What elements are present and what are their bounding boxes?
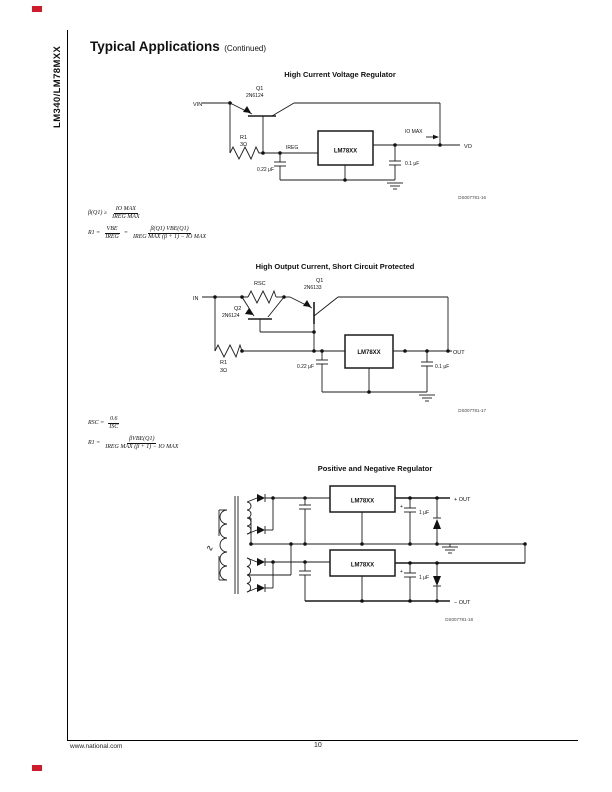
fig1-cout-label: 0.1 μF [405,161,419,167]
fig2-cin-label: 0.22 μF [297,364,314,370]
eq-lhs: β(Q1) ≥ [88,210,108,217]
fig1-vin-label: VIN [193,102,202,108]
footer-rule [67,740,578,741]
fig2-rsc-label: RSC [254,281,266,287]
fig2-q2-part: 2N6124 [222,313,240,319]
fig1-q1-emitter-arrow [243,106,251,113]
fig1-r1-value: 3Ω [240,142,247,148]
fig3-protect-diode-pos [433,519,441,529]
section-title-continued: (Continued) [224,44,267,53]
equation-r1b: R1 = βVBE(Q1)IREG MAX (β + 1) − IO MAX [88,435,179,450]
fig2-regulator-box [344,334,394,369]
fig2-r1-value: 3Ω [220,368,227,374]
fig1-schematic: VIN Q1 2N6124 R1 3Ω IREG 0.22 μF LM78XX … [193,86,486,200]
fig2-wires [202,289,452,402]
fig3-transformer [218,496,252,594]
fig3-diode-3 [257,558,265,566]
fig2-regulator-label: LM78XX [357,350,380,356]
fig1-ireg-label: IREG [286,145,298,151]
fig1-q1-ref: Q1 [256,86,263,92]
footer-url: www.national.com [70,743,123,750]
fig3-figure-id: DS007781-18 [445,617,473,622]
fig2-out-label: OUT [453,350,465,356]
fig2-in-label: IN [193,296,199,302]
fig2-cout-label: 0.1 μF [435,364,449,370]
fig1-regulator-box [317,130,374,166]
fig2-q2-ref: Q2 [234,306,241,312]
fig1-title: High Current Voltage Regulator [284,70,396,79]
registration-mark-top [32,6,42,12]
fig3-regulator-box-pos [329,485,396,513]
fig1-vo-label: VO [464,144,473,150]
page-title: Typical Applications (Continued) [90,38,266,56]
fig3-common-rail [249,542,527,554]
ac-source-icon: ∿ [206,543,214,553]
fig2-q2-emitter-arrow [245,308,253,315]
fig2-r1-ref: R1 [220,360,227,366]
fig3-out-neg-label: − OUT [454,600,471,606]
eq-lhs: RSC = [88,420,105,427]
fig1-r1-ref: R1 [240,135,247,141]
fig2-title: High Output Current, Short Circuit Prote… [255,262,415,271]
fig3-protect-diode-neg [433,576,441,586]
fig1-wires [202,101,460,190]
fig1-io-label: IO MAX [405,129,423,135]
footer-page-number: 10 [314,742,322,749]
fig2-q1-emitter-arrow [303,300,311,307]
fig3-diode-1 [257,494,265,502]
fig1-cin-label: 0.22 μF [257,167,274,173]
fig1-q1-part: 2N6124 [246,93,264,99]
fig1-regulator-label: LM78XX [334,149,357,155]
fig3-cap-pos-value: 1 μF [419,510,429,516]
fig3-regulator-label-pos: LM78XX [351,499,374,505]
fig2-figure-id: DS007781-17 [458,408,486,413]
fig3-out-pos-label: + OUT [454,497,471,503]
fig3-lower-section [246,544,526,603]
section-title: Typical Applications [90,39,220,54]
fig2-q1-ref: Q1 [316,278,323,284]
eq-lhs: R1 = [88,230,101,237]
fig3-diode-4 [257,584,265,592]
fig3-regulator-box-neg [329,549,396,577]
eq-lhs: R1 = [88,440,101,447]
fig2-schematic: IN RSC Q1 2N6133 Q2 2N6124 R1 3Ω 0.22 μF… [193,278,486,413]
fig3-upper-section [246,494,450,546]
fig3-cap-neg-value: 1 μF [419,575,429,581]
fig3-cap-pos-polarity: + [400,504,403,510]
page-frame-line [67,30,68,740]
fig3-regulator-label-neg: LM78XX [351,563,374,569]
fig3-cap-neg-polarity: + [400,569,403,575]
registration-mark-bottom [32,765,42,771]
fig3-diode-2 [257,526,265,534]
sidebar-part-number: LM340/LM78MXX [52,45,63,128]
fig3-schematic: ∿ LM78XX LM78XX + 1 μF + 1 μF + OUT − OU… [206,485,527,622]
fig3-title: Positive and Negative Regulator [317,464,433,473]
fig2-q1-part: 2N6133 [304,285,322,291]
fig1-figure-id: DS007781-16 [458,195,486,200]
